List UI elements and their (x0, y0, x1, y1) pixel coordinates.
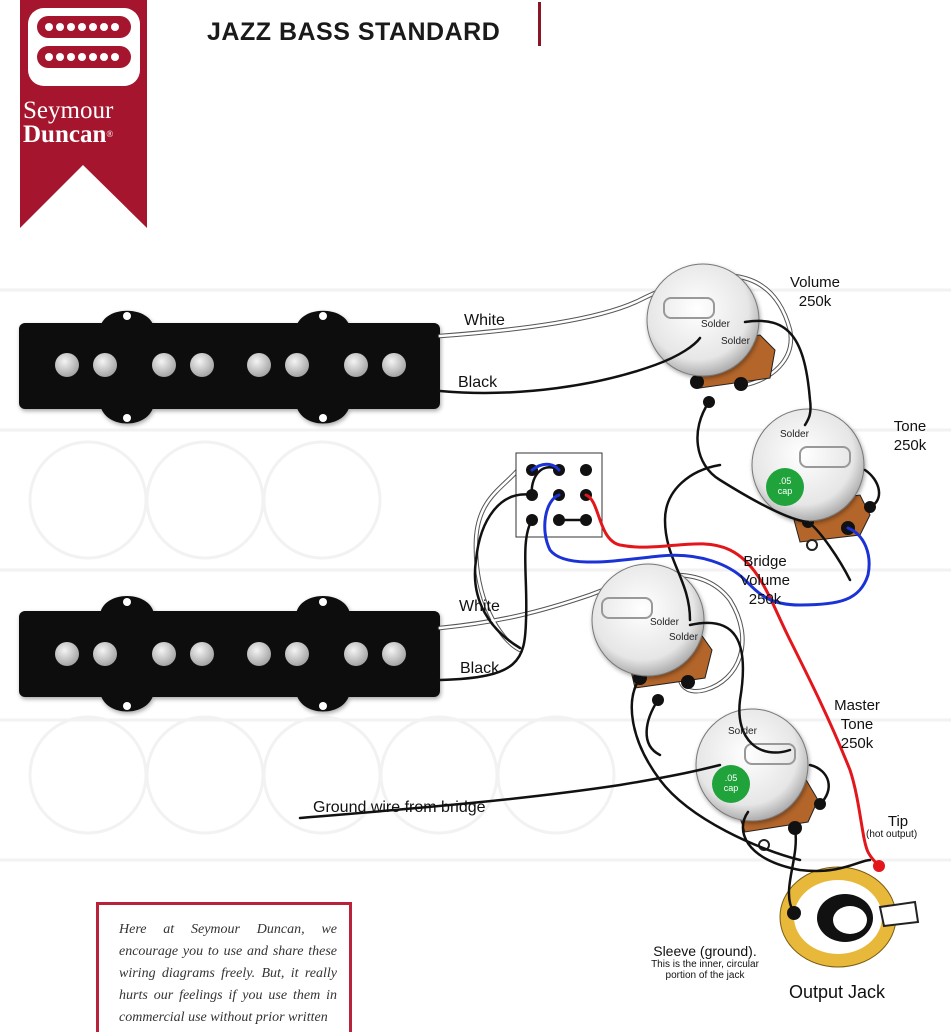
bridge-pickup-mounting-holes (123, 598, 327, 710)
volume-pot-label: Volume 250k (780, 273, 850, 311)
brand-name-line2-wrap: Duncan® (23, 122, 113, 147)
master-tone-cap-label: .05 cap (714, 773, 748, 793)
ground-wire-label: Ground wire from bridge (313, 799, 486, 816)
sleeve-label-group: Sleeve (ground). This is the inner, circ… (630, 943, 780, 981)
bridge-black-wire-label: Black (460, 660, 500, 677)
bridge-volume-label-line2: Volume (739, 572, 791, 589)
tone-pot-label-line2: 250k (893, 437, 927, 454)
bridge-volume-label-line1: Bridge (743, 553, 787, 570)
bridge-volume-label-line3: 250k (748, 591, 782, 608)
bridge-pickup (19, 596, 440, 712)
neck-pickup-pole-pieces (55, 353, 406, 377)
volume-pot-label-line1: Volume (789, 274, 841, 291)
tone-solder-label: Solder (780, 429, 809, 440)
bridge-volume-pot (591, 563, 713, 706)
master-tone-cap-value: .05 (724, 773, 738, 783)
tone-cap-label: .05 cap (768, 476, 802, 496)
tone-cap-value: .05 (778, 476, 792, 486)
master-tone-pot (695, 708, 826, 851)
master-tone-pot-label: Master Tone 250k (822, 696, 892, 753)
bridge-pickup-pole-pieces (55, 642, 406, 666)
tip-label: Tip (887, 813, 909, 830)
output-jack (779, 860, 920, 968)
page-title: JAZZ BASS STANDARD (207, 18, 501, 46)
black-wires (298, 319, 881, 915)
bridge-volume-pot-label: Bridge Volume 250k (730, 552, 800, 609)
brand-name-line1: Seymour (23, 97, 114, 124)
neck-pickup-mounting-holes (123, 312, 327, 422)
blue-wire (530, 462, 871, 607)
volume-pot-label-line2: 250k (798, 293, 832, 310)
tone-pot (751, 408, 876, 551)
tone-pot-label: Tone 250k (880, 417, 940, 455)
tone-pot-label-line1: Tone (893, 418, 927, 435)
master-tone-label-line3: 250k (840, 735, 874, 752)
output-jack-label: Output Jack (789, 982, 886, 1002)
neck-white-wire-label: White (464, 312, 505, 329)
title-divider (538, 2, 541, 46)
volume-solder-label-a: Solder (701, 319, 730, 330)
brand-name-line2: Duncan (23, 121, 107, 148)
red-wire (584, 493, 881, 868)
master-tone-label-line1: Master (834, 697, 880, 714)
bridge-white-wire-label: White (459, 598, 500, 615)
brand-registered-mark: ® (106, 129, 114, 139)
bridge-volume-solder-label-b: Solder (669, 632, 698, 643)
usage-note-box: Here at Seymour Duncan, we encourage you… (96, 902, 352, 1032)
sleeve-sub-label-1: This is the inner, circular (651, 959, 759, 970)
tone-cap-word: cap (777, 486, 793, 496)
volume-solder-label-b: Solder (721, 336, 750, 347)
bridge-volume-solder-label-a: Solder (650, 617, 679, 628)
neck-pickup (19, 310, 440, 424)
volume-pot (646, 263, 776, 408)
seymour-duncan-logo (20, 0, 147, 228)
neck-black-wire-label: Black (458, 374, 498, 391)
usage-note-text: Here at Seymour Duncan, we encourage you… (119, 922, 337, 1025)
tip-sub-label: (hot output) (866, 829, 918, 840)
master-tone-cap-word: cap (723, 783, 739, 793)
sleeve-sub-label-2: portion of the jack (665, 970, 745, 981)
master-tone-label-line2: Tone (840, 716, 874, 733)
sleeve-label: Sleeve (ground). (653, 943, 757, 959)
master-tone-solder-label: Solder (728, 726, 757, 737)
